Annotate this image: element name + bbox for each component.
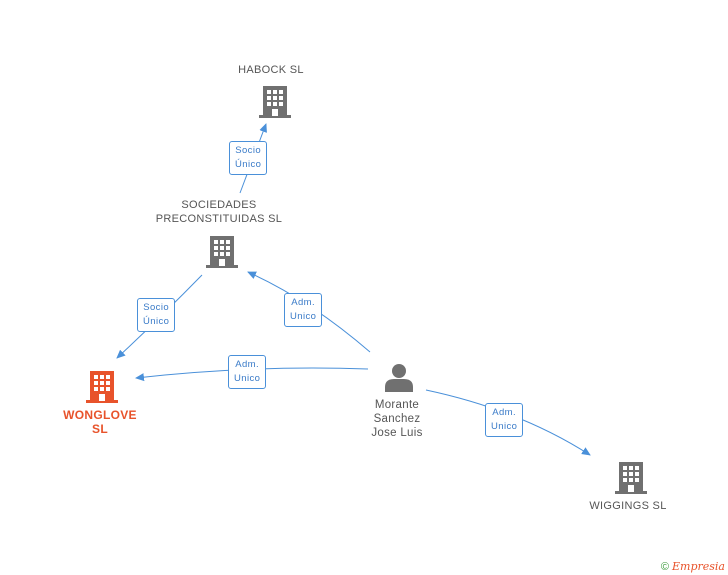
brand-logo: Empresia (672, 560, 725, 573)
building-icon[interactable] (615, 460, 647, 494)
edge-label-person-wonglove: Adm. Unico (228, 355, 267, 389)
node-label-person: Morante Sanchez Jose Luis (371, 399, 423, 439)
edge-label-person-wiggings: Adm. Unico (485, 403, 524, 437)
building-icon[interactable] (259, 84, 291, 118)
copyright-symbol: © (660, 561, 669, 573)
edge-label-person-sociedades: Adm. Unico (284, 293, 323, 327)
node-label-habock: HABOCK SL (238, 64, 304, 76)
edge-label-sociedades-wonglove: Socio Único (137, 298, 176, 332)
node-label-wonglove: WONGLOVE SL (63, 408, 137, 436)
building-icon[interactable] (206, 234, 238, 268)
footer-brand: © Empresia (661, 560, 725, 573)
node-label-wiggings: WIGGINGS SL (589, 500, 667, 512)
person-icon[interactable] (384, 362, 414, 392)
edge-label-sociedades-habock: Socio Único (229, 141, 268, 175)
building-icon[interactable] (86, 369, 118, 403)
node-label-sociedades: SOCIEDADES PRECONSTITUIDAS SL (155, 199, 283, 225)
